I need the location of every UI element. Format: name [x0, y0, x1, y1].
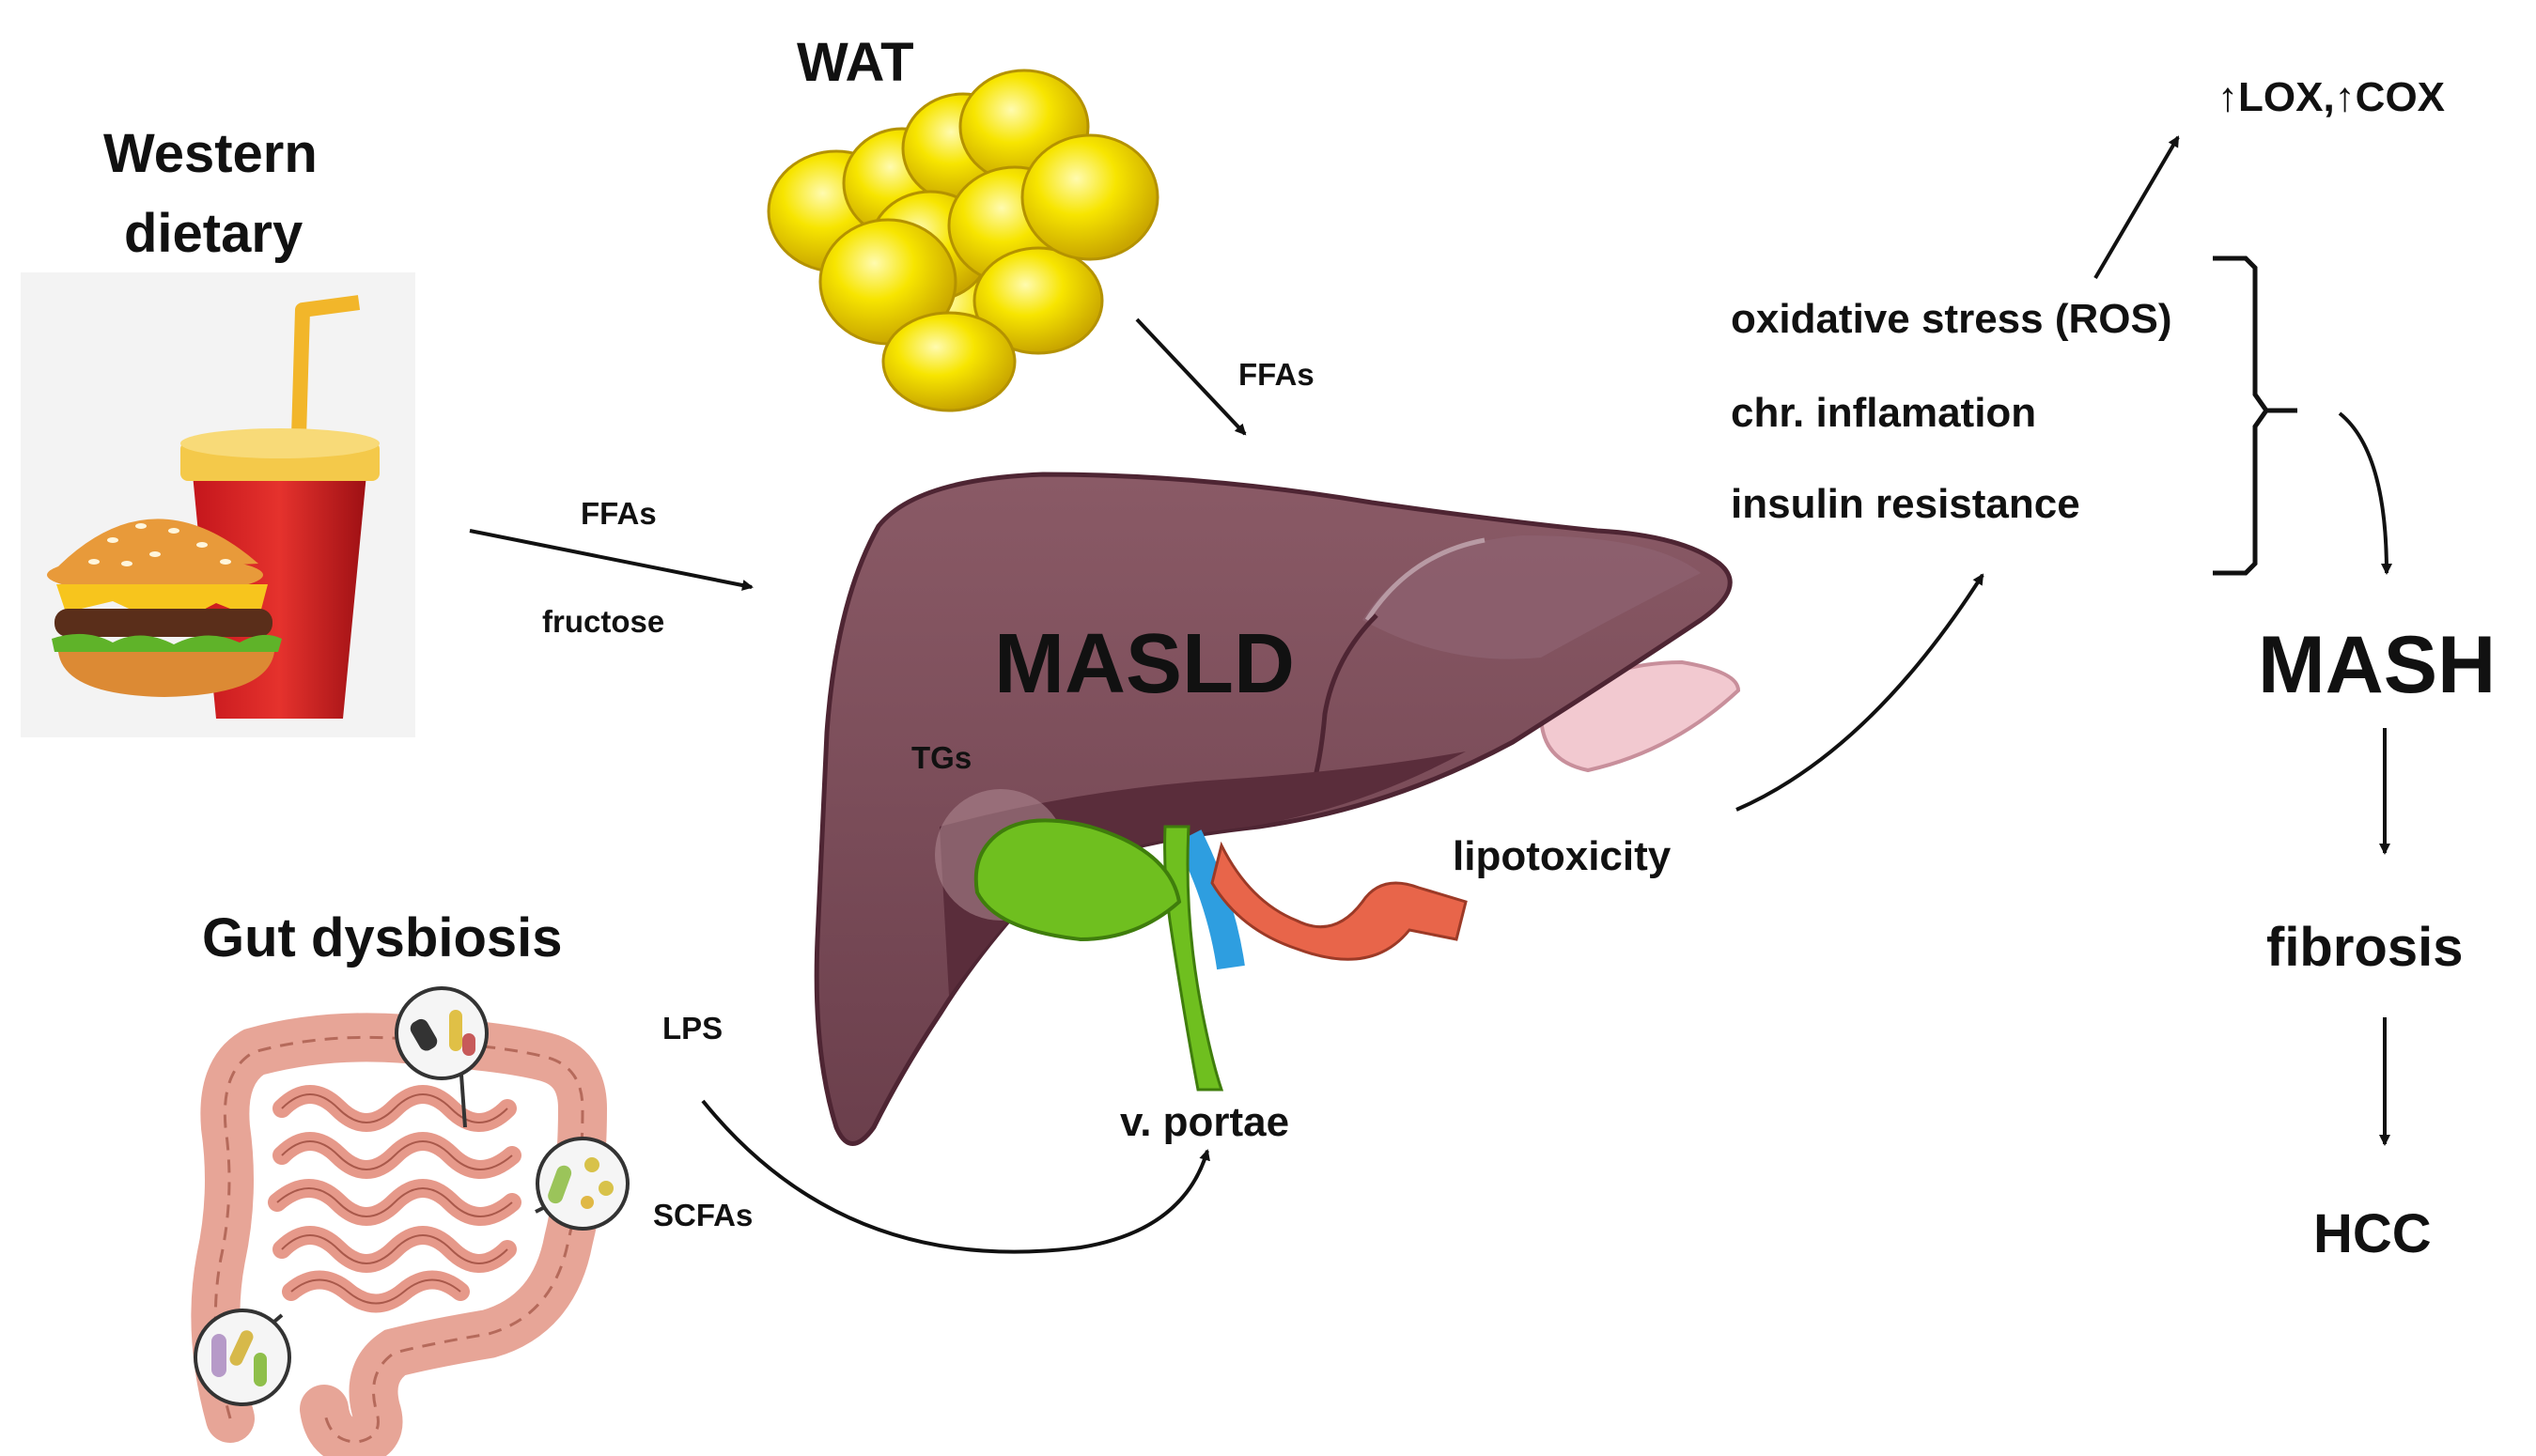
edge-label-wat-ffas: FFAs: [1238, 357, 1315, 392]
intestine-icon: [191, 1013, 608, 1456]
western-dietary-label-line1: Western: [103, 123, 318, 184]
arrow-to-lox-cox: [2093, 135, 2180, 280]
burger-icon: [21, 272, 415, 737]
mash-label: MASH: [2258, 620, 2497, 710]
edge-label-diet-ffas: FFAs: [581, 496, 657, 531]
tgs-label: TGs: [911, 740, 972, 775]
wat-label: WAT: [797, 32, 914, 93]
edge-label-scfas: SCFAs: [653, 1198, 754, 1232]
arrows: [469, 135, 2392, 1254]
fibrosis-label: fibrosis: [2266, 917, 2464, 978]
gut-dysbiosis-label: Gut dysbiosis: [202, 907, 563, 968]
v-portae-label: v. portae: [1120, 1099, 1290, 1145]
arrow-to-mash: [2338, 411, 2392, 575]
hcc-label: HCC: [2313, 1203, 2432, 1264]
mechanisms-brace: [2213, 256, 2270, 576]
western-dietary-label-line2: dietary: [124, 203, 303, 264]
arrow-lipotoxicity-to-mechanisms: [1735, 573, 1984, 812]
mechanism-oxidative-stress: oxidative stress (ROS): [1731, 296, 2172, 342]
arrow-wat-to-liver: [1135, 318, 1247, 436]
bacteria-icon: [194, 986, 630, 1406]
arrow-gut-to-portae: [701, 1099, 1210, 1254]
edge-label-fructose: fructose: [542, 604, 665, 639]
liver-icon: [814, 472, 1741, 1146]
fat-cells-icon: [767, 69, 1159, 412]
lipotoxicity-label: lipotoxicity: [1453, 833, 1672, 879]
lox-cox-label: ↑LOX,↑COX: [2217, 74, 2446, 120]
mechanism-insulin-resistance: insulin resistance: [1731, 481, 2080, 527]
arrow-diet-to-liver: [469, 529, 754, 591]
mechanism-chronic-inflammation: chr. inflamation: [1731, 390, 2037, 436]
edge-label-lps: LPS: [662, 1011, 723, 1046]
masld-label: MASLD: [994, 617, 1295, 711]
